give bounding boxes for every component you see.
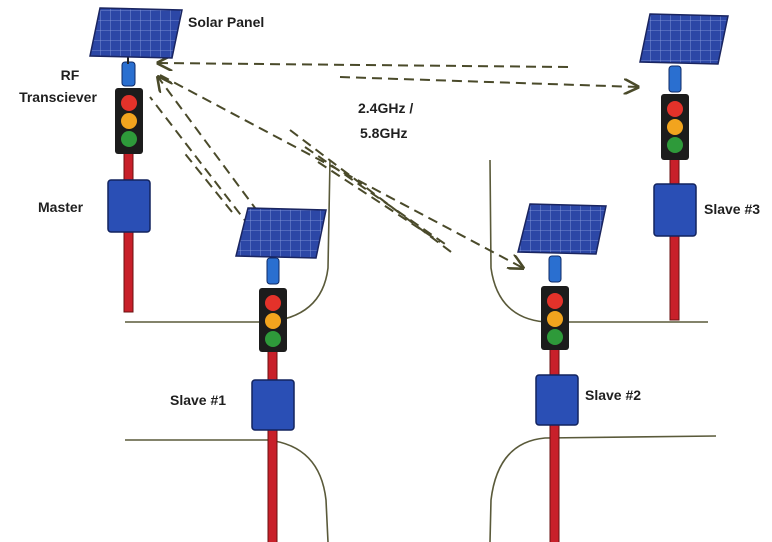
slave2-label: Slave #2 [585, 387, 641, 403]
slave3-green-light [667, 137, 683, 153]
slave2-yellow-light [547, 311, 563, 327]
master-solar-panel-icon [89, 7, 183, 59]
link-master-slave2-d [317, 161, 441, 243]
slave3-controller-box-icon [653, 183, 697, 237]
master-unit [89, 7, 183, 313]
master-red-light [121, 95, 137, 111]
slave3-unit [639, 13, 729, 321]
slave1-antenna-icon [266, 257, 280, 285]
rf-label-line2: Transciever [19, 89, 97, 105]
slave1-solar-panel-icon [235, 207, 327, 259]
slave3-solar-panel-icon [639, 13, 729, 65]
slave1-green-light [265, 331, 281, 347]
link-master-slave3-b [339, 76, 638, 87]
slave2-controller-box-icon [535, 374, 579, 426]
slave1-yellow-light [265, 313, 281, 329]
master-green-light [121, 131, 137, 147]
link-master-slave1-a [158, 77, 259, 213]
rf-label-line1: RF [61, 67, 80, 83]
roads [125, 159, 717, 542]
master-controller-box-icon [107, 179, 151, 233]
slave1-label: Slave #1 [170, 392, 226, 408]
road-curb-bottom-left [125, 439, 329, 542]
frequency-label-line2: 5.8GHz [360, 125, 407, 141]
slave1-red-light [265, 295, 281, 311]
slave2-solar-panel-icon [517, 203, 607, 255]
link-master-slave2-a [159, 74, 523, 268]
link-master-slave2-c [304, 146, 449, 247]
slave1-unit [235, 207, 327, 542]
slave2-green-light [547, 329, 563, 345]
slave3-antenna-icon [668, 65, 682, 93]
slave3-yellow-light [667, 119, 683, 135]
link-master-slave1-c [181, 149, 233, 213]
solar-panel-label: Solar Panel [188, 14, 264, 30]
slave2-unit [517, 203, 607, 542]
slave1-controller-box-icon [251, 379, 295, 431]
master-antenna-icon [121, 61, 136, 87]
slave3-red-light [667, 101, 683, 117]
slave3-label: Slave #3 [704, 201, 760, 217]
link-master-slave1-b [149, 96, 251, 228]
road-curb-bottom-right [489, 435, 717, 542]
link-master-slave3-a [158, 63, 569, 67]
link-master-slave2-b [289, 129, 456, 256]
master-label: Master [38, 199, 84, 215]
slave2-antenna-icon [548, 255, 562, 283]
rf-links [149, 63, 638, 268]
frequency-label-line1: 2.4GHz / [358, 100, 413, 116]
master-yellow-light [121, 113, 137, 129]
slave2-red-light [547, 293, 563, 309]
